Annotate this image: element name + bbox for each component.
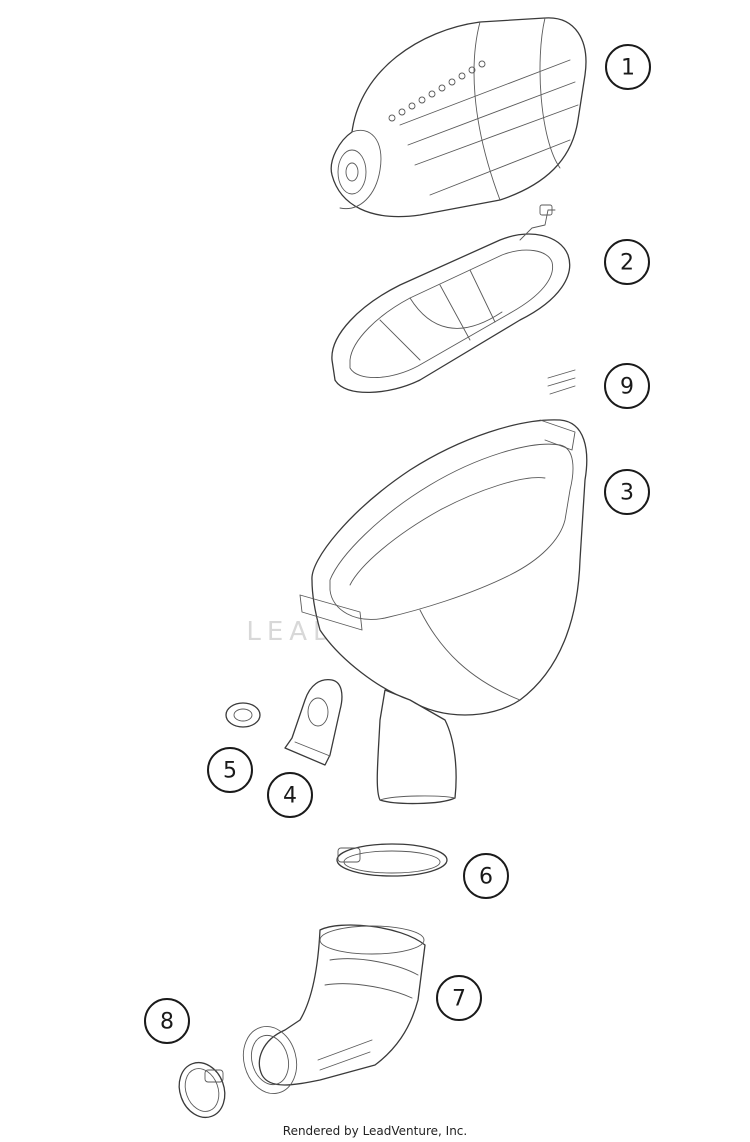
- part-6-hose-clamp[interactable]: [336, 843, 448, 877]
- part-7-intake-boot[interactable]: [236, 924, 426, 1100]
- callout-5-label: 5: [223, 759, 237, 784]
- callout-8[interactable]: 8: [144, 998, 190, 1044]
- callout-6[interactable]: 6: [463, 853, 509, 899]
- part-2-filter-support[interactable]: [331, 204, 571, 394]
- callout-4-label: 4: [283, 784, 297, 809]
- callout-3-label: 3: [620, 481, 634, 506]
- callout-2[interactable]: 2: [604, 239, 650, 285]
- part-9-clips[interactable]: [547, 369, 576, 395]
- part-1-air-filter[interactable]: [330, 17, 587, 218]
- filter-hole-row: [388, 60, 486, 122]
- part-4-bracket[interactable]: [284, 679, 343, 766]
- callout-8-label: 8: [160, 1010, 174, 1035]
- callout-7-label: 7: [452, 987, 466, 1012]
- callout-9[interactable]: 9: [604, 363, 650, 409]
- callout-5[interactable]: 5: [207, 747, 253, 793]
- part-8-hose-clamp[interactable]: [172, 1056, 232, 1124]
- part-5-grommet[interactable]: [225, 702, 261, 728]
- callout-4[interactable]: 4: [267, 772, 313, 818]
- callout-2-label: 2: [620, 251, 634, 276]
- part-3-air-box[interactable]: [299, 419, 588, 805]
- callout-7[interactable]: 7: [436, 975, 482, 1021]
- callout-1[interactable]: 1: [605, 44, 651, 90]
- footer-credit: Rendered by LeadVenture, Inc.: [282, 1124, 468, 1138]
- callout-3[interactable]: 3: [604, 469, 650, 515]
- callout-6-label: 6: [479, 865, 493, 890]
- callout-9-label: 9: [620, 375, 634, 400]
- callout-1-label: 1: [621, 56, 635, 81]
